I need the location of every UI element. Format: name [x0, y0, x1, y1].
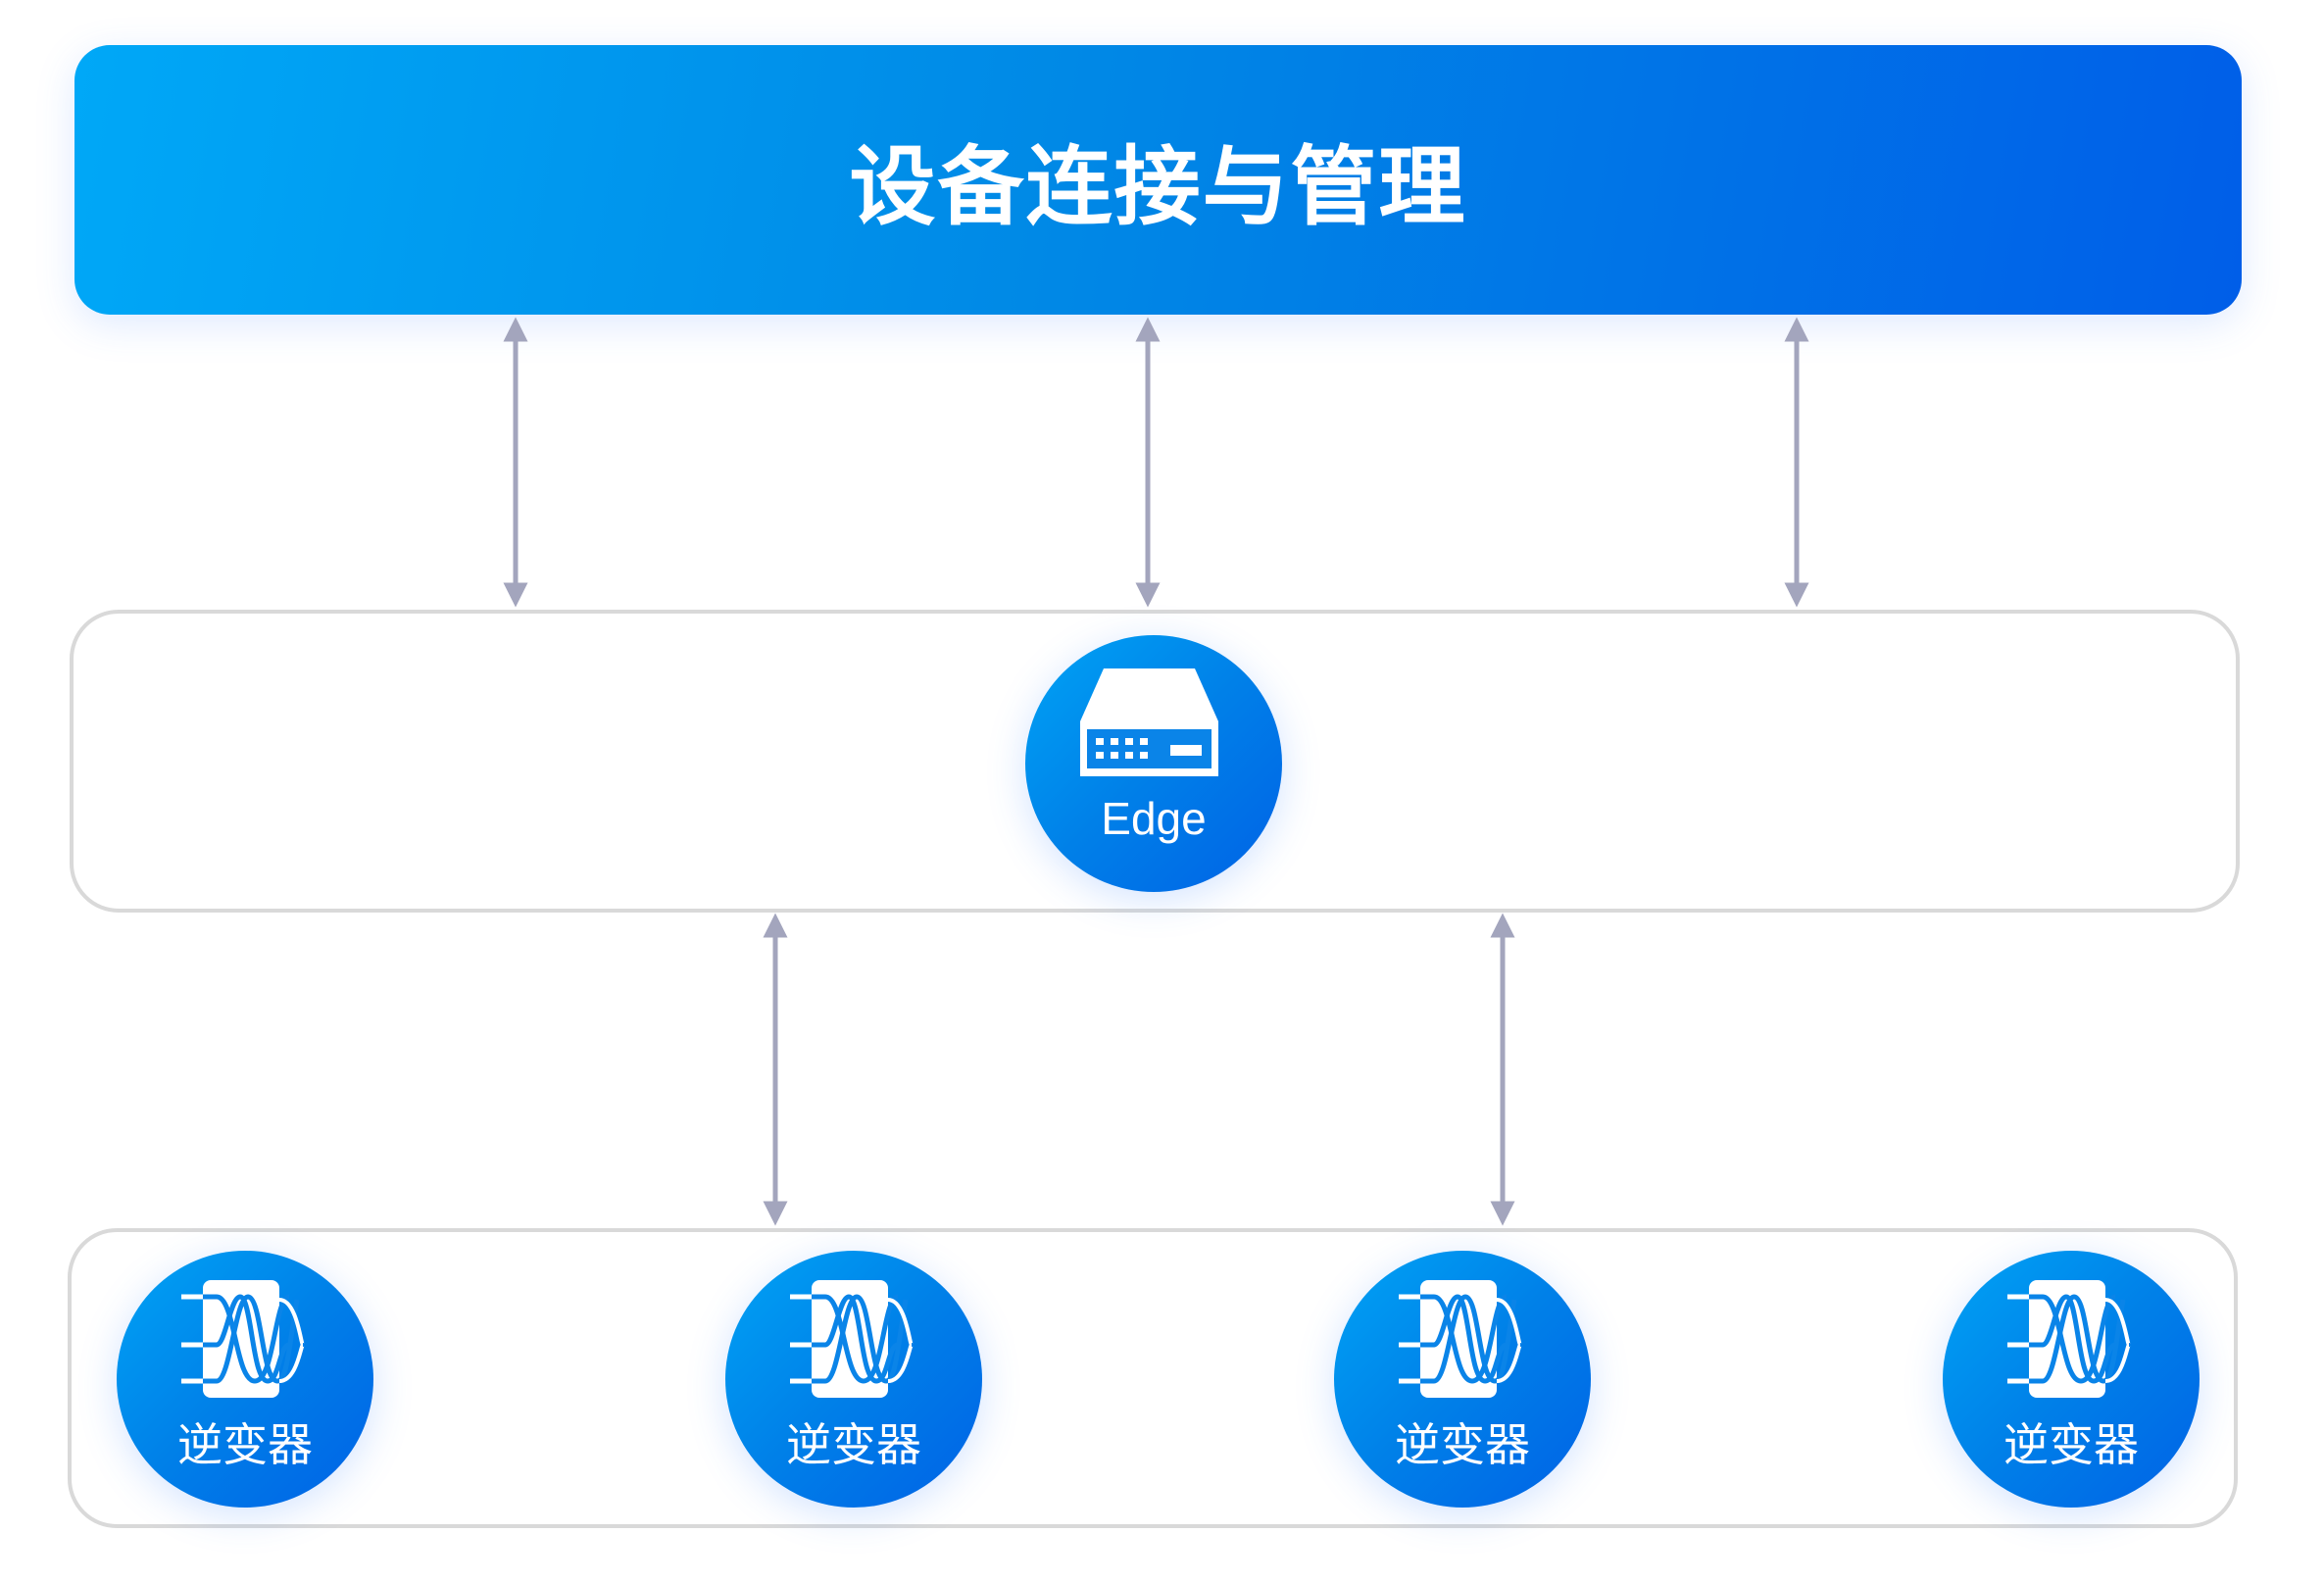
inverter-icon — [1399, 1280, 1522, 1398]
edge-label: Edge — [1101, 793, 1207, 844]
header-title: 设备连接与管理 — [849, 136, 1467, 237]
edge-gateway-icon — [1080, 668, 1218, 776]
inverter-label: 逆变器 — [1395, 1418, 1530, 1471]
inverter-icon — [790, 1280, 914, 1398]
inverter-node[interactable]: 逆变器 — [117, 1251, 373, 1508]
inverter-label: 逆变器 — [786, 1418, 921, 1471]
device-management-header: 设备连接与管理 — [74, 45, 2242, 315]
inverter-label: 逆变器 — [2003, 1418, 2139, 1471]
inverter-node[interactable]: 逆变器 — [1943, 1251, 2200, 1508]
inverter-label: 逆变器 — [177, 1418, 313, 1471]
inverter-node[interactable]: 逆变器 — [725, 1251, 982, 1508]
inverter-node[interactable]: 逆变器 — [1334, 1251, 1591, 1508]
inverter-icon — [2007, 1280, 2131, 1398]
edge-node[interactable]: Edge — [1025, 635, 1282, 892]
inverter-icon — [181, 1280, 305, 1398]
device-layer — [68, 1228, 2238, 1528]
